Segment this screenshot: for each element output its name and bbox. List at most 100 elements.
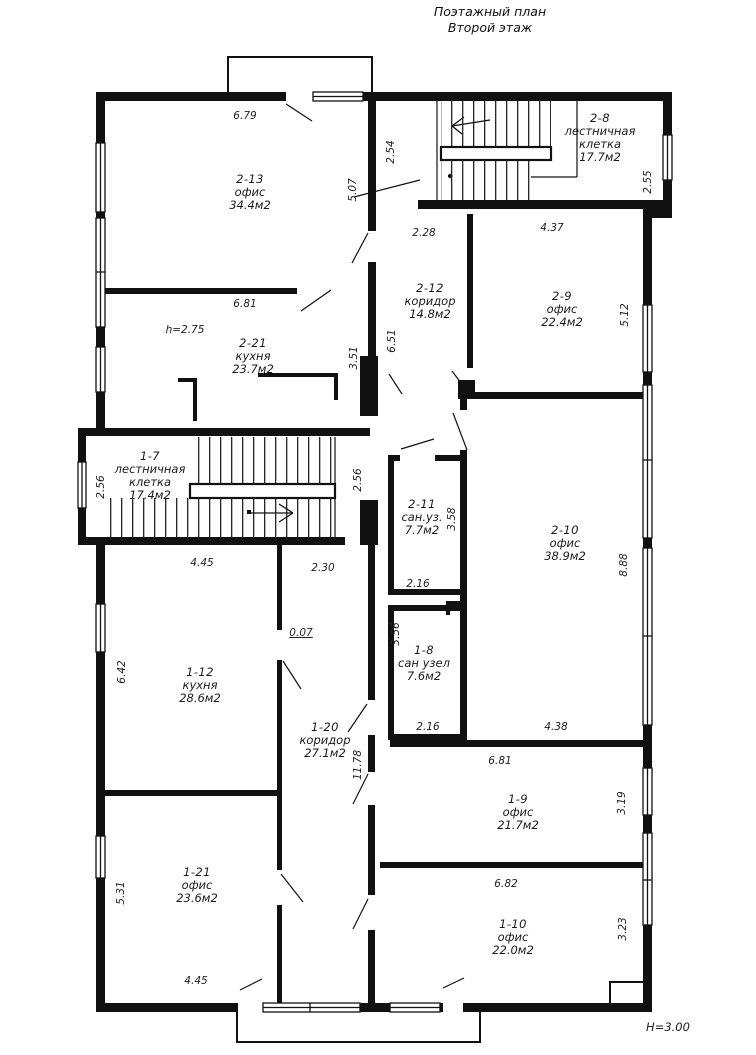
room-name: лестничная клетка <box>114 462 186 490</box>
dim-label: 6.79 <box>233 110 257 122</box>
plan-title-line1: Поэтажный план <box>433 4 547 19</box>
room-label-1-21: 1-21 офис 23.6м2 <box>159 865 235 906</box>
dim-label: 2.54 <box>385 140 397 164</box>
room-id: 1-7 <box>140 449 160 463</box>
room-area: 22.0м2 <box>492 943 534 958</box>
dim-label: 4.38 <box>544 721 568 733</box>
plan-title: Поэтажный план Второй этаж <box>434 4 546 37</box>
room-area: 23.6м2 <box>176 891 218 906</box>
room-name: лестничная клетка <box>564 124 636 152</box>
room-label-2-8: 2-8 лестничная клетка 17.7м2 <box>560 111 640 165</box>
room-area: 28.6м2 <box>179 691 221 706</box>
room-label-2-10: 2-10 офис 38.9м2 <box>527 523 603 564</box>
room-name: кухня <box>235 349 271 364</box>
room-name: кухня <box>182 678 218 693</box>
room-name: коридор <box>404 294 456 309</box>
room-name: офис <box>502 805 534 820</box>
room-id: 1-9 <box>508 792 528 806</box>
room-name: сан.уз. <box>401 510 443 525</box>
room-id: 2-10 <box>551 523 579 537</box>
stairs-direction-arrow <box>250 503 294 523</box>
dim-label: 6.81 <box>233 298 257 310</box>
room-name: сан узел <box>398 656 450 671</box>
door-openings <box>238 92 463 1012</box>
room-id: 2-11 <box>408 497 436 511</box>
dim-label: 2.16 <box>416 721 440 733</box>
building-height-note: H=3.00 <box>646 1020 690 1034</box>
ceiling-height-note: h=2.75 <box>165 324 205 336</box>
dim-label: 3.51 <box>348 346 360 370</box>
room-area: 23.7м2 <box>232 362 274 377</box>
dim-label: 3.58 <box>446 507 458 531</box>
fixtures <box>178 373 462 615</box>
dim-label: 5.07 <box>347 178 359 202</box>
dim-label: 8.88 <box>618 553 630 577</box>
room-area: 27.1м2 <box>304 746 346 761</box>
room-label-2-12: 2-12 коридор 14.8м2 <box>392 281 468 322</box>
stairs-direction-arrow <box>451 116 491 135</box>
room-id: 1-10 <box>499 917 527 931</box>
room-id: 2-9 <box>552 289 572 303</box>
room-area: 22.4м2 <box>541 315 583 330</box>
stairs-2-8 <box>436 92 578 200</box>
dim-label: 11.78 <box>352 749 364 781</box>
room-area: 14.8м2 <box>409 307 451 322</box>
room-label-1-20: 1-20 коридор 27.1м2 <box>285 720 365 761</box>
dim-label: 2.56 <box>95 475 107 499</box>
room-name: офис <box>234 185 266 200</box>
dim-label: 5.12 <box>619 303 631 327</box>
room-label-2-21: 2-21 кухня 23.7м2 <box>215 336 291 377</box>
room-label-2-13: 2-13 офис 34.4м2 <box>205 172 295 213</box>
room-area: 7.7м2 <box>404 523 440 538</box>
dim-label: 2.56 <box>352 468 364 492</box>
room-area: 17.4м2 <box>129 488 171 503</box>
room-id: 1-21 <box>183 865 211 879</box>
room-name: офис <box>549 536 581 551</box>
room-area: 21.7м2 <box>497 818 539 833</box>
room-name: коридор <box>299 733 351 748</box>
room-label-1-7: 1-7 лестничная клетка 17.4м2 <box>107 449 193 503</box>
dim-label: 4.45 <box>184 975 208 987</box>
room-id: 2-21 <box>239 336 267 350</box>
dim-label: 2.28 <box>412 227 436 239</box>
dim-label: 3.19 <box>616 791 628 815</box>
room-area: 34.4м2 <box>229 198 271 213</box>
windows <box>77 91 673 1013</box>
dim-label: 6.81 <box>488 755 512 767</box>
dim-label: 3.56 <box>390 622 402 646</box>
room-label-1-9: 1-9 офис 21.7м2 <box>480 792 556 833</box>
room-area: 17.7м2 <box>579 150 621 165</box>
dim-label: 4.37 <box>540 222 564 234</box>
room-label-1-8: 1-8 сан узел 7.6м2 <box>392 643 456 684</box>
room-id: 1-20 <box>311 720 339 734</box>
plan-title-line2: Второй этаж <box>447 20 533 36</box>
porches <box>227 56 652 1043</box>
room-id: 1-12 <box>186 665 214 679</box>
dim-label: 6.42 <box>116 660 128 684</box>
dim-label: 3.23 <box>617 917 629 941</box>
dim-label: 2.16 <box>406 578 430 590</box>
dim-label: 5.31 <box>115 881 127 905</box>
room-area: 7.6м2 <box>406 669 442 684</box>
room-name: офис <box>497 930 529 945</box>
room-area: 38.9м2 <box>544 549 586 564</box>
room-name: офис <box>181 878 213 893</box>
room-id: 2-8 <box>590 111 610 125</box>
dim-label: 4.45 <box>190 557 214 569</box>
dim-label: 0.07 <box>289 627 313 639</box>
room-label-1-10: 1-10 офис 22.0м2 <box>475 917 551 958</box>
interior-walls <box>78 101 672 1003</box>
room-id: 2-12 <box>416 281 444 295</box>
dim-label: 2.55 <box>642 170 654 194</box>
room-id: 2-13 <box>236 172 264 186</box>
room-id: 1-8 <box>414 643 434 657</box>
room-label-2-9: 2-9 офис 22.4м2 <box>524 289 600 330</box>
dim-label: 6.82 <box>494 878 518 890</box>
room-label-2-11: 2-11 сан.уз. 7.7м2 <box>390 497 454 538</box>
room-name: офис <box>546 302 578 317</box>
room-label-1-12: 1-12 кухня 28.6м2 <box>162 665 238 706</box>
dim-label: 6.51 <box>386 329 398 353</box>
stairs-1-7 <box>110 437 337 537</box>
